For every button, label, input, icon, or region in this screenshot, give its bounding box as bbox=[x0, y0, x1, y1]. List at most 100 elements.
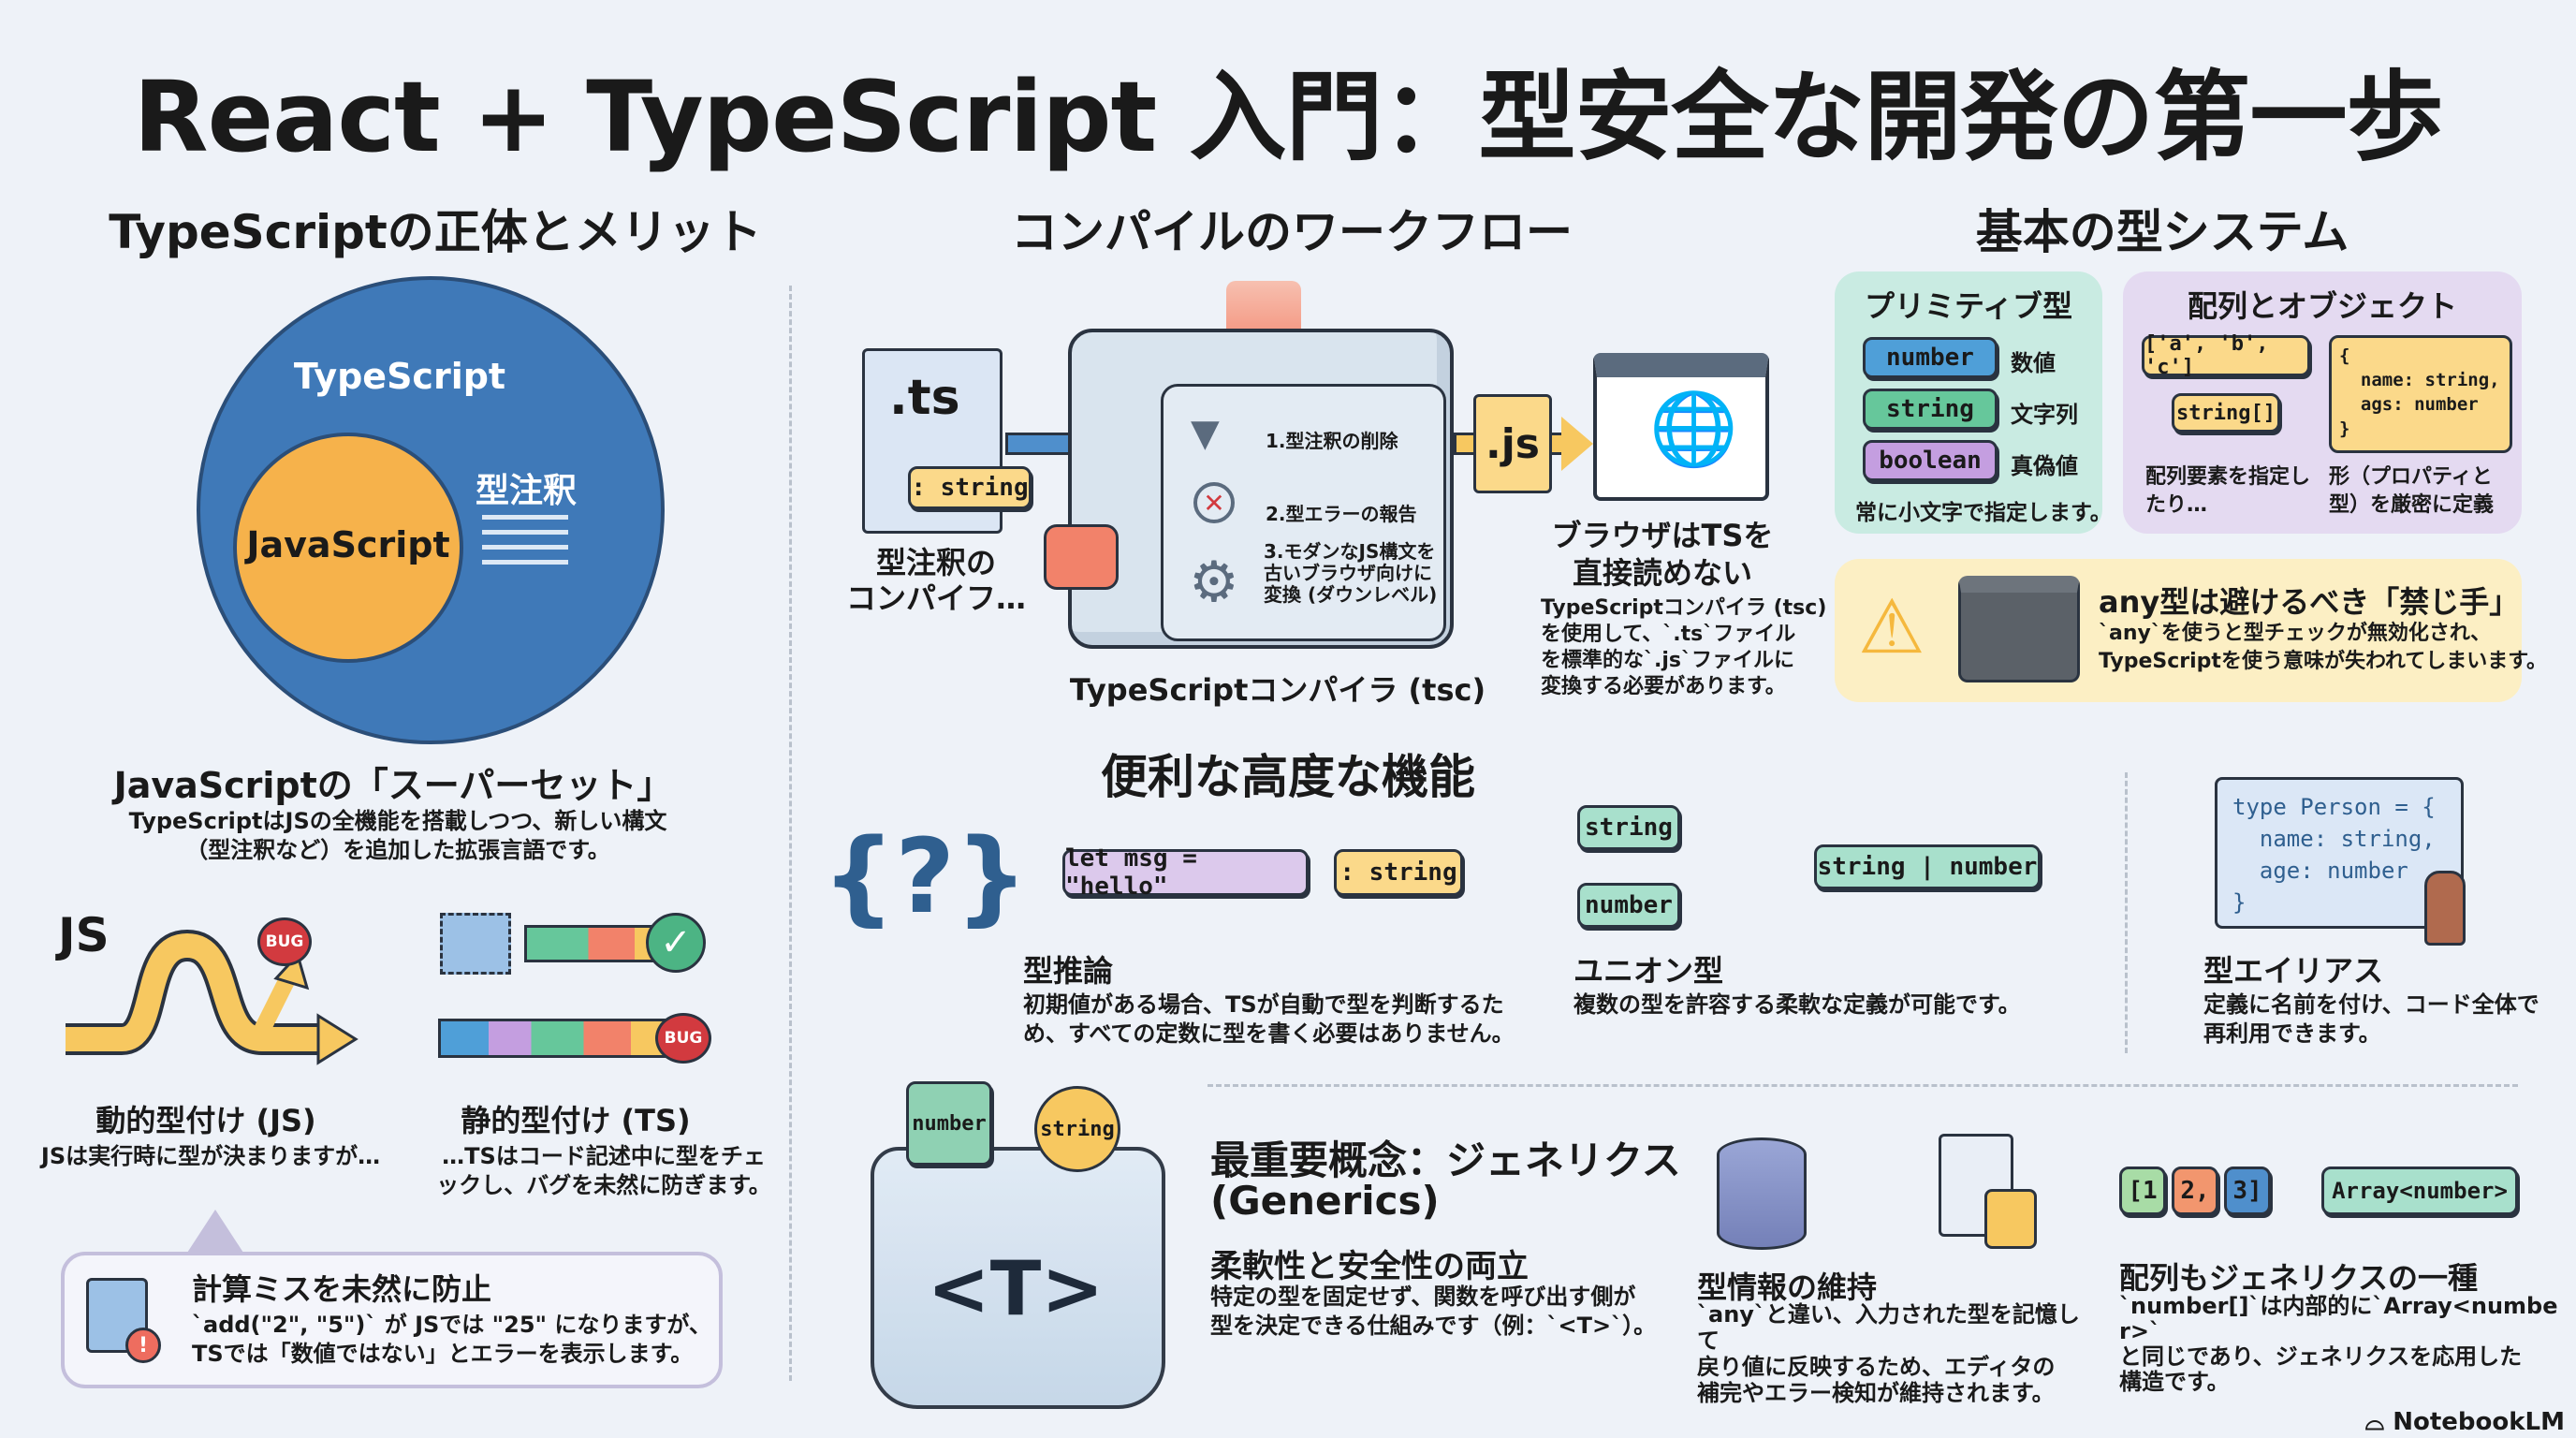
callout-pointer bbox=[187, 1210, 243, 1253]
js-label: JS bbox=[58, 908, 110, 962]
js-file-icon: .js bbox=[1473, 394, 1552, 493]
generic-jar-icon bbox=[871, 1147, 1165, 1409]
object-note: 形（プロパティと型）を厳密に定義 bbox=[2329, 465, 2495, 517]
array-object-title: 配列とオブジェクト bbox=[2187, 288, 2458, 324]
superset-title: JavaScriptの「スーパーセット」 bbox=[113, 765, 673, 806]
type-label-string: 文字列 bbox=[2011, 402, 2078, 428]
bug-icon: BUG bbox=[257, 917, 312, 966]
bug-icon: BUG bbox=[655, 1013, 711, 1064]
union-number-tag: number bbox=[1577, 883, 1680, 928]
stamp-icon bbox=[2424, 871, 2466, 946]
database-icon bbox=[1717, 1137, 1807, 1250]
compiler-button bbox=[1044, 524, 1119, 590]
inferred-type-tag: : string bbox=[1334, 849, 1463, 896]
ts-caption: 型注釈のコンパイフ… bbox=[845, 545, 1027, 616]
step-report-errors: 2.型エラーの報告 bbox=[1266, 503, 1417, 525]
superset-desc: TypeScriptはJSの全機能を搭載しつつ、新しい構文（型注釈など）を追加し… bbox=[128, 808, 667, 863]
type-label-boolean: 真偽値 bbox=[2011, 453, 2078, 479]
generics-desc: 特定の型を固定せず、関数を呼び出す側が型を決定できる仕組みです（例：`<T>`）… bbox=[1210, 1284, 1657, 1339]
type-alias-code: type Person = { name: string, age: numbe… bbox=[2215, 777, 2464, 929]
union-title: ユニオン型 bbox=[1573, 953, 1724, 989]
alias-title: 型エイリアス bbox=[2203, 953, 2384, 989]
array-type-tag: string[] bbox=[2172, 393, 2280, 433]
ts-string-tag: : string bbox=[908, 466, 1032, 509]
typescript-label: TypeScript bbox=[293, 356, 506, 397]
array-tile: [1 bbox=[2119, 1167, 2166, 1215]
section-title-right: 基本の型システム bbox=[1975, 205, 2349, 259]
javascript-label: JavaScript bbox=[246, 524, 450, 565]
section-title-middle: コンパイルのワークフロー bbox=[1011, 205, 1573, 259]
type-tag-string: string bbox=[1863, 389, 1998, 430]
step-remove-annotations: 1.型注釈の削除 bbox=[1266, 430, 1398, 452]
lock-icon bbox=[1984, 1189, 2037, 1249]
error-icon: ! bbox=[125, 1328, 161, 1363]
page-title: React + TypeScript 入門：型安全な開発の第一歩 bbox=[133, 60, 2444, 174]
union-type-tag: string | number bbox=[1814, 844, 2041, 889]
union-desc: 複数の型を許容する柔軟な定義が可能です。 bbox=[1573, 991, 2021, 1018]
search-error-icon: ✕ bbox=[1193, 482, 1235, 523]
type-label-number: 数値 bbox=[2011, 350, 2056, 376]
array-generic-title: 配列もジェネリクスの一種 bbox=[2119, 1260, 2479, 1296]
browser-desc: TypeScriptコンパイラ (tsc)を使用して、`.ts`ファイルを標準的… bbox=[1541, 596, 1827, 698]
any-title: any型は避けるべき「禁じ手」 bbox=[2099, 584, 2520, 620]
step-downlevel: 3.モダンなJS構文を古いブラウザ向けに変換 (ダウンレベル) bbox=[1264, 540, 1438, 606]
callout-title: 計算ミスを未然に防止 bbox=[192, 1271, 492, 1307]
array-literal: ['a', 'b', 'c'] bbox=[2142, 332, 2310, 379]
array-generic-tag: Array<number> bbox=[2321, 1167, 2518, 1215]
winding-path-arrow-icon bbox=[66, 929, 359, 1065]
keep-type-title: 型情報の維持 bbox=[1697, 1269, 1878, 1305]
static-typing-desc: …TSはコード記述中に型をチェックし、バグを未然に防ぎます。 bbox=[436, 1143, 771, 1198]
any-desc: `any`を使うと型チェックが無効化され、TypeScriptを使う意味が失われ… bbox=[2099, 622, 2547, 673]
dynamic-typing-title: 動的型付け (JS) bbox=[95, 1103, 316, 1138]
primitive-title: プリミティブ型 bbox=[1864, 288, 2073, 324]
generic-t-label: <T> bbox=[927, 1245, 1105, 1332]
generics-title-en: (Generics) bbox=[1210, 1178, 1440, 1224]
inference-title: 型推論 bbox=[1023, 953, 1114, 989]
generics-subtitle: 柔軟性と安全性の両立 bbox=[1210, 1248, 1529, 1285]
array-tile: 2, bbox=[2172, 1167, 2218, 1215]
code-window-icon bbox=[1958, 576, 2080, 682]
check-icon: ✓ bbox=[646, 913, 706, 973]
type-bar bbox=[438, 1019, 681, 1058]
arrow-head bbox=[1561, 417, 1593, 471]
section-title-left: TypeScriptの正体とメリット bbox=[109, 205, 762, 259]
divider bbox=[2125, 772, 2128, 1053]
generics-title: 最重要概念：ジェネリクス bbox=[1210, 1137, 1681, 1183]
divider bbox=[1208, 1084, 2518, 1087]
warning-icon: ⚠ bbox=[1858, 583, 1925, 670]
inference-code: let msg = "hello" bbox=[1062, 844, 1309, 901]
divider bbox=[789, 286, 792, 1381]
type-tag-number: number bbox=[1863, 337, 1998, 378]
static-typing-title: 静的型付け (TS) bbox=[461, 1103, 691, 1138]
callout-desc: `add("2", "5")` が JSでは "25" になりますが、TSでは「… bbox=[192, 1312, 711, 1367]
keep-type-desc: `any`と違い、入力された型を記憶して戻り値に反映するため、エディタの補完やエ… bbox=[1697, 1301, 2080, 1406]
filter-icon: ▼ bbox=[1191, 412, 1220, 455]
javascript-circle bbox=[233, 433, 463, 663]
code-scan-icon bbox=[440, 913, 511, 975]
compiler-label: TypeScriptコンパイラ (tsc) bbox=[1069, 672, 1486, 708]
dynamic-typing-desc: JSは実行時に型が決まりますが… bbox=[40, 1143, 381, 1169]
type-annotation-label: 型注釈 bbox=[475, 472, 578, 510]
array-tile: 3] bbox=[2224, 1167, 2271, 1215]
array-note: 配列要素を指定したり… bbox=[2145, 465, 2311, 517]
callout-box bbox=[61, 1252, 723, 1388]
union-string-tag: string bbox=[1577, 805, 1680, 850]
array-generic-desc: `number[]`は内部的に`Array<number>`と同じであり、ジェネ… bbox=[2119, 1293, 2558, 1395]
browser-window-icon bbox=[1593, 353, 1769, 501]
alias-desc: 定義に名前を付け、コード全体で再利用できます。 bbox=[2203, 991, 2539, 1047]
compiler-front-panel bbox=[1161, 384, 1446, 641]
text-lines-icon bbox=[482, 515, 568, 565]
object-literal: { name: string, ags: number} bbox=[2329, 335, 2512, 453]
jar-number-tag: number bbox=[906, 1081, 992, 1166]
notebooklm-logo-icon: ⌓ bbox=[2364, 1408, 2393, 1436]
type-tag-boolean: boolean bbox=[1863, 440, 1998, 481]
inference-desc: 初期値がある場合、TSが自動で型を判断するため、すべての定数に型を書く必要はあり… bbox=[1023, 991, 1515, 1047]
browser-title: ブラウザはTSを直接読めない bbox=[1551, 518, 1774, 591]
primitive-note: 常に小文字で指定します。 bbox=[1855, 501, 2112, 525]
any-warning-panel bbox=[1835, 559, 2522, 702]
advanced-title: 便利な高度な機能 bbox=[1101, 750, 1475, 804]
jar-string-tag: string bbox=[1034, 1086, 1120, 1172]
ts-file-label: .ts bbox=[889, 370, 960, 426]
braces-question-icon: {?} bbox=[822, 816, 1029, 936]
globe-icon: 🌐 bbox=[1649, 387, 1738, 470]
